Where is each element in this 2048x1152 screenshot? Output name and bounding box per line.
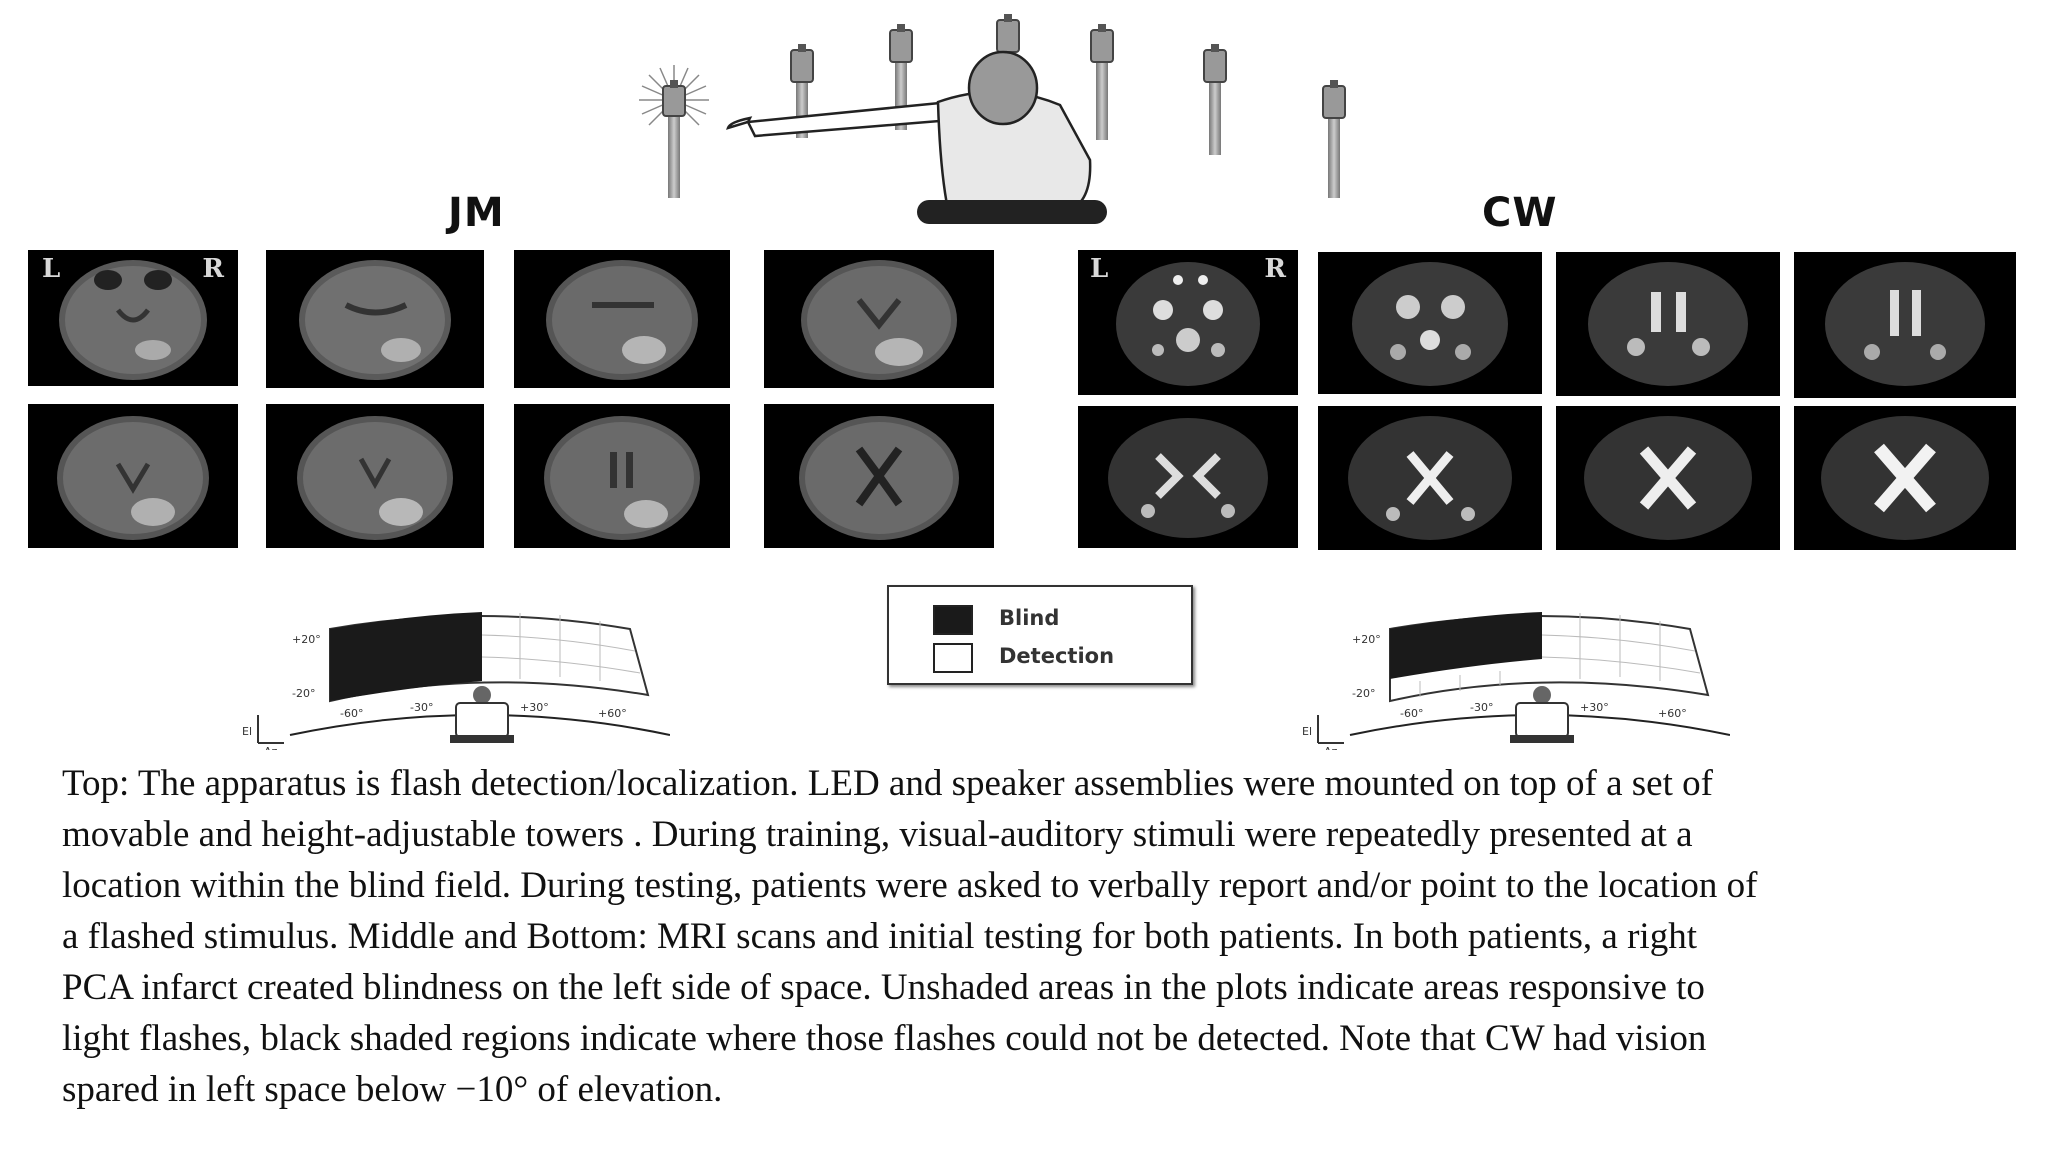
left-marker: L (42, 254, 61, 284)
mri-scan-jm-2 (266, 250, 484, 388)
mri-scan-jm-8 (764, 404, 994, 548)
mri-scan-jm-7 (514, 404, 730, 548)
azimuth-tick: -30° (1470, 701, 1493, 714)
right-marker: R (202, 254, 224, 284)
svg-text:Az: Az (264, 745, 278, 750)
tower (662, 80, 686, 198)
svg-text:El: El (242, 725, 252, 738)
azimuth-tick: -60° (340, 707, 363, 720)
mri-scan-cw-2 (1318, 252, 1542, 394)
apparatus-illustration (639, 14, 1346, 224)
azimuth-tick: +60° (1658, 707, 1687, 720)
axis-indicator: El Az (242, 715, 284, 750)
svg-text:El: El (1302, 725, 1312, 738)
observer-icon (1510, 686, 1574, 743)
mri-scan-jm-6 (266, 404, 484, 548)
figure-caption: Top: The apparatus is flash detection/lo… (62, 758, 2042, 1115)
elevation-tick: -20° (1352, 687, 1375, 700)
azimuth-tick: +60° (598, 707, 627, 720)
azimuth-tick: -60° (1400, 707, 1423, 720)
right-marker: R (1264, 254, 1286, 284)
caption-line: location within the blind field. During … (62, 865, 1758, 906)
tower (1203, 44, 1227, 155)
blind-region (1390, 612, 1542, 679)
visual-field-plot-jm: +20° -20° -60° -30° +30° +60° El Az (242, 612, 670, 750)
svg-text:Az: Az (1324, 745, 1338, 750)
mri-scan-cw-3 (1556, 252, 1780, 396)
mri-scan-cw-4 (1794, 252, 2016, 398)
mri-scan-cw-1: L R (1078, 250, 1298, 395)
legend: Blind Detection (887, 585, 1193, 685)
mri-scan-jm-3 (514, 250, 730, 388)
legend-label-blind: Blind (999, 606, 1060, 630)
caption-line: a flashed stimulus. Middle and Bottom: M… (62, 916, 1697, 957)
mri-scan-jm-5 (28, 404, 238, 548)
azimuth-tick: +30° (520, 701, 549, 714)
elevation-tick: -20° (292, 687, 315, 700)
patient-label-cw: CW (1482, 190, 1558, 236)
caption-line: Top: The apparatus is flash detection/lo… (62, 763, 1713, 804)
mri-scan-jm-4 (764, 250, 994, 388)
mri-scan-cw-7 (1556, 406, 1780, 550)
caption-line: movable and height-adjustable towers . D… (62, 814, 1693, 855)
mri-scan-jm-1: L R (28, 250, 238, 386)
left-marker: L (1090, 254, 1109, 284)
tower (1090, 24, 1114, 140)
axis-indicator: El Az (1302, 715, 1344, 750)
observer-icon (450, 686, 514, 743)
caption-line: spared in left space below −10° of eleva… (62, 1069, 723, 1110)
visual-field-plot-cw: +20° -20° -60° -30° +30° +60° El Az (1302, 612, 1730, 750)
mri-scan-cw-6 (1318, 406, 1542, 550)
azimuth-tick: -30° (410, 701, 433, 714)
azimuth-tick: +30° (1580, 701, 1609, 714)
blind-region (330, 612, 482, 701)
mri-scan-cw-5 (1078, 406, 1298, 548)
caption-line: PCA infarct created blindness on the lef… (62, 967, 1705, 1008)
patient-label-jm: JM (448, 190, 505, 236)
elevation-tick: +20° (1352, 633, 1381, 646)
elevation-tick: +20° (292, 633, 321, 646)
tower (1322, 80, 1346, 198)
mri-scan-cw-8 (1794, 406, 2016, 550)
legend-swatch-blind (933, 605, 973, 635)
legend-label-detection: Detection (999, 644, 1115, 668)
caption-line: light flashes, black shaded regions indi… (62, 1018, 1707, 1059)
legend-swatch-detection (933, 643, 973, 673)
person-pointing (726, 50, 1107, 224)
